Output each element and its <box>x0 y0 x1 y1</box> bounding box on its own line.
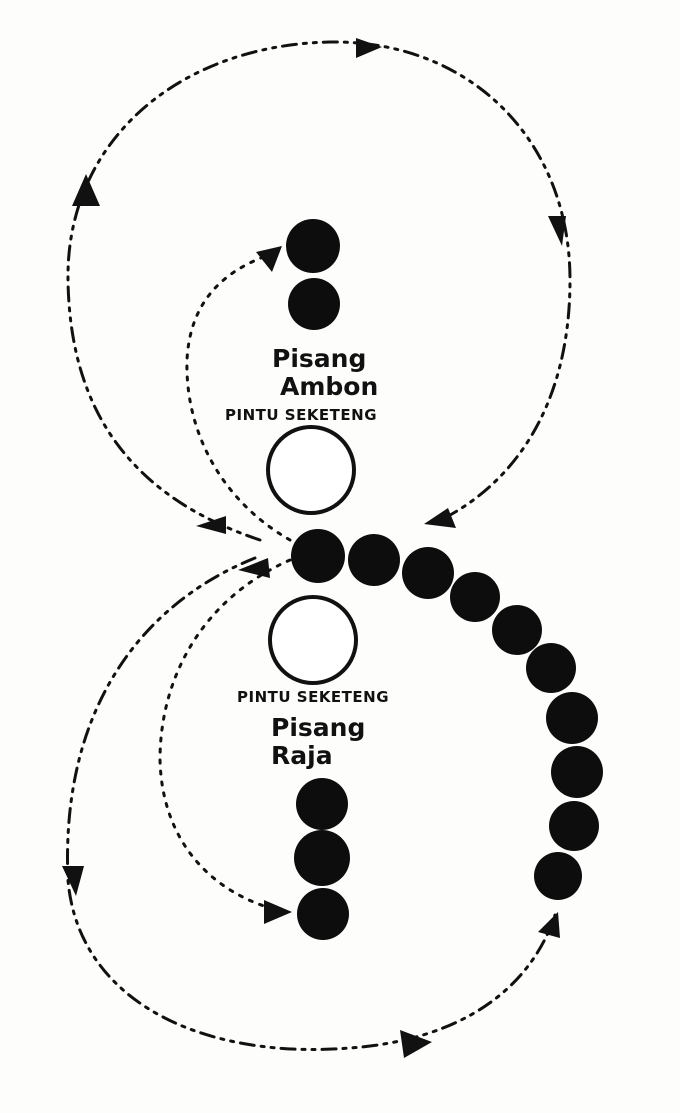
arrow-right-upper-icon <box>548 216 566 246</box>
chain-player <box>546 692 598 744</box>
outer-upper-path <box>66 40 572 542</box>
chain-player <box>348 534 400 586</box>
arrow-inner-bottom-icon <box>264 900 292 924</box>
arrow-left-lower-icon <box>62 866 84 896</box>
top-team-label-line2: Ambon <box>280 372 378 401</box>
bottom-gate-label: PINTU SEKETENG <box>237 688 389 706</box>
bottom-team-label-line1: Pisang <box>271 713 365 742</box>
player-raja <box>297 888 349 940</box>
chain-player <box>492 605 542 655</box>
bottom-team-label-line2: Raja <box>271 741 333 770</box>
arrow-center-out-lower-icon <box>238 558 270 578</box>
player-raja <box>294 830 350 886</box>
top-team-label-line1: Pisang <box>272 344 366 373</box>
top-gate-label: PINTU SEKETENG <box>225 406 377 424</box>
chain-player <box>402 547 454 599</box>
inner-upper-path <box>185 250 292 542</box>
gate-top <box>266 425 356 515</box>
arrow-bottom-icon <box>400 1030 432 1058</box>
player-ambon <box>288 278 340 330</box>
outer-lower-path <box>66 556 557 1051</box>
arrow-inner-top-icon <box>256 246 282 272</box>
arrow-left-upper-icon <box>72 174 100 206</box>
gate-bottom <box>268 595 358 685</box>
chain-player <box>450 572 500 622</box>
inner-lower-path <box>158 558 292 914</box>
chain-player <box>526 643 576 693</box>
chain-player <box>534 852 582 900</box>
player-ambon <box>286 219 340 273</box>
chain-player <box>551 746 603 798</box>
arrow-right-lower-icon <box>538 912 560 938</box>
chain-player <box>549 801 599 851</box>
player-raja <box>296 778 348 830</box>
arrow-center-in-icon <box>424 508 456 528</box>
arrow-top-icon <box>356 38 382 58</box>
arrow-center-out-left-icon <box>196 516 226 534</box>
chain-player <box>291 529 345 583</box>
